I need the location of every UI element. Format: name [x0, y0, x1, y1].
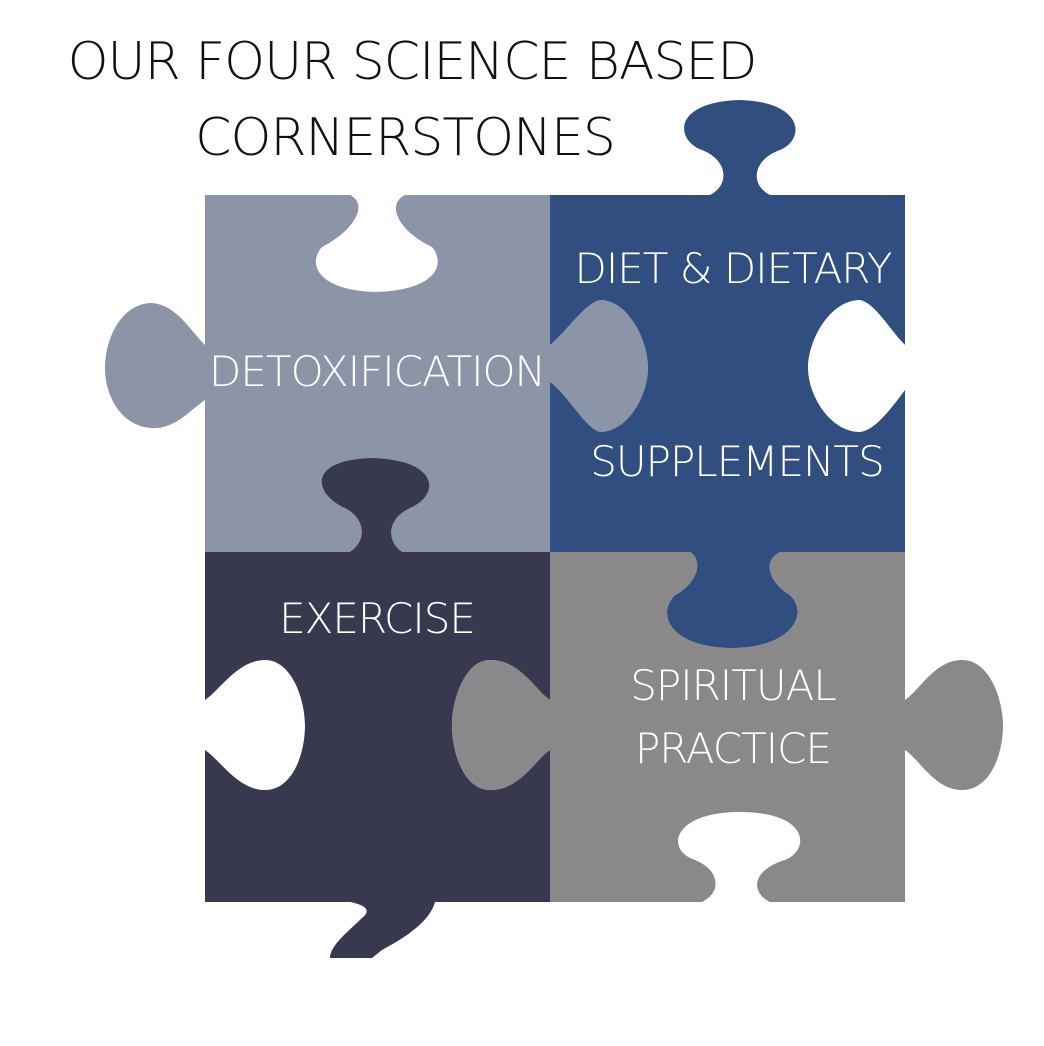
- page-title-line-2: CORNERSTONES: [195, 108, 616, 168]
- piece-detoxification-shape: [105, 195, 648, 552]
- piece-diet-supplements-shape: [550, 100, 905, 648]
- label-detoxification: DETOXIFICATION: [209, 347, 545, 396]
- piece-spiritual-practice: [452, 552, 1003, 902]
- label-exercise: EXERCISE: [279, 594, 475, 643]
- label-diet-line-2: SUPPLEMENTS: [590, 437, 884, 486]
- label-spiritual-line-2: PRACTICE: [635, 724, 831, 773]
- piece-diet-supplements: [550, 100, 905, 648]
- label-spiritual-line-1: SPIRITUAL: [630, 661, 836, 710]
- piece-exercise: [205, 458, 550, 958]
- label-diet-line-1: DIET & DIETARY: [575, 244, 892, 293]
- piece-detoxification: [105, 195, 648, 552]
- piece-spiritual-practice-shape: [452, 552, 1003, 902]
- page-title-line-1: OUR FOUR SCIENCE BASED: [67, 32, 758, 92]
- piece-exercise-shape: [205, 458, 550, 958]
